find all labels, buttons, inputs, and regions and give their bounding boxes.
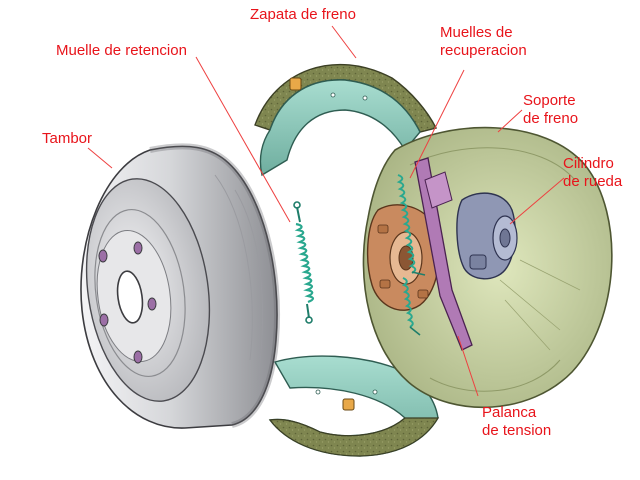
label-tambor: Tambor	[42, 130, 92, 148]
label-muelles-recuperacion-line1: Muelles de	[440, 24, 513, 41]
label-soporte-de-freno: Soporte de freno	[523, 92, 578, 128]
leader-line-muelle-retencion	[195, 56, 291, 223]
leader-line-palanca	[457, 335, 479, 397]
label-soporte-line2: de freno	[523, 110, 579, 127]
coil-spring-icon	[396, 174, 426, 336]
label-palanca-de-tension: Palanca de tension	[482, 404, 551, 440]
tension-lever-icon	[414, 157, 473, 351]
label-muelle-de-retencion: Muelle de retencion	[56, 42, 187, 60]
brake-drum-icon	[80, 143, 281, 429]
label-muelle-retencion-text: Muelle de retencion	[56, 42, 187, 59]
leader-line-cilindro	[509, 177, 565, 225]
label-palanca-line1: Palanca	[482, 404, 537, 421]
label-zapata-de-freno: Zapata de freno	[250, 6, 356, 24]
label-cilindro-line2: de rueda	[563, 173, 623, 190]
brake-shoe-icon	[254, 63, 438, 177]
wheel-cylinder-icon	[456, 192, 518, 280]
leader-lines	[87, 25, 565, 397]
label-tambor-text: Tambor	[42, 130, 93, 147]
leader-line-zapata	[331, 25, 357, 59]
label-palanca-line2: de tension	[482, 422, 552, 439]
label-muelles-de-recuperacion: Muelles de recuperacion	[440, 24, 527, 60]
leader-line-muelles-recuperacion	[409, 69, 465, 179]
label-muelles-recuperacion-line2: recuperacion	[440, 42, 527, 59]
label-zapata-text: Zapata de freno	[250, 6, 356, 23]
label-soporte-line1: Soporte	[523, 92, 576, 109]
leader-line-soporte	[497, 109, 523, 133]
leader-line-tambor	[87, 147, 113, 169]
coil-spring-icon	[293, 201, 315, 324]
label-cilindro-line1: Cilindro	[563, 155, 614, 172]
label-cilindro-de-rueda: Cilindro de rueda	[563, 155, 622, 191]
